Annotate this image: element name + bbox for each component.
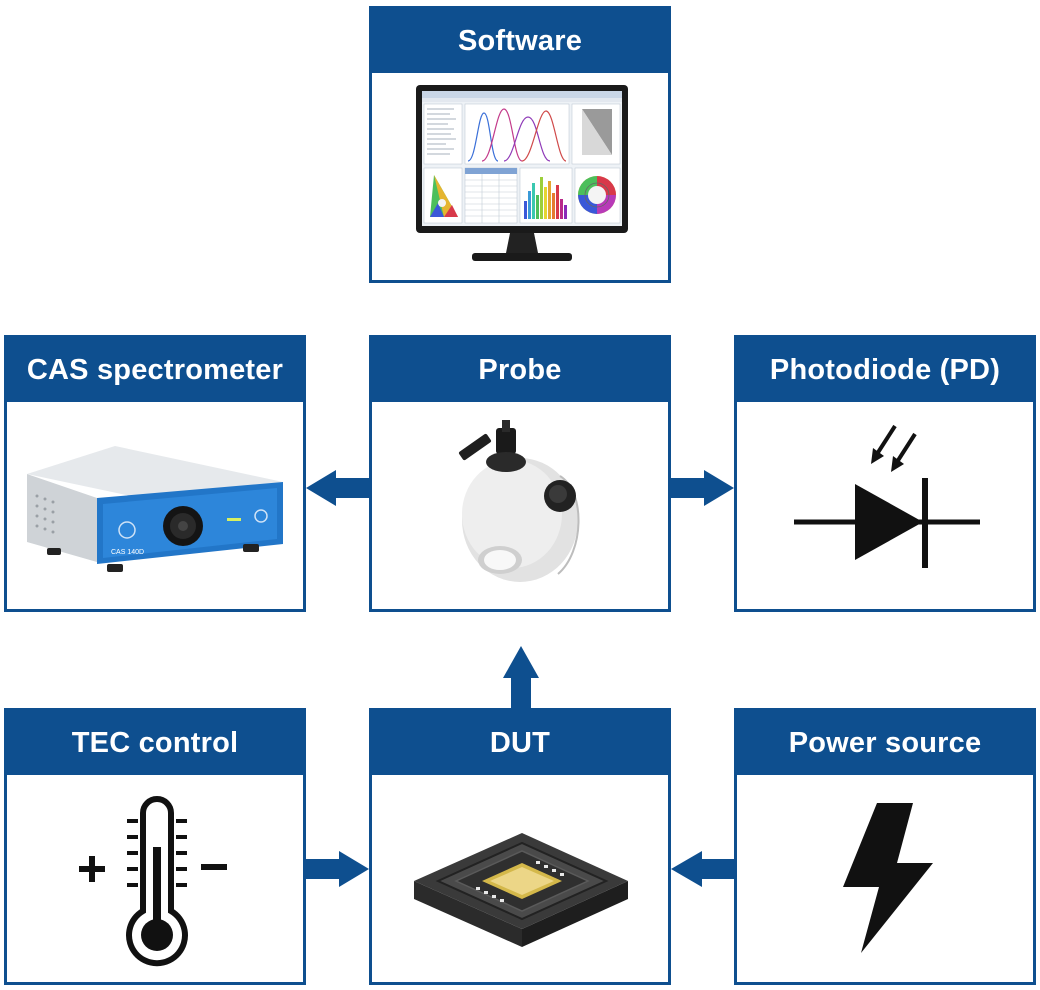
node-power-source: Power source: [734, 708, 1036, 985]
arrow-dut-to-probe: [503, 646, 539, 708]
arrow-tec-to-dut: [306, 851, 369, 887]
node-cas-spectrometer-title: CAS spectrometer: [7, 338, 303, 402]
photodiode-symbol-icon: [794, 424, 980, 568]
node-probe-title: Probe: [372, 338, 668, 402]
monitor-image: [416, 85, 628, 261]
node-tec-control-body: [7, 775, 303, 982]
arrow-probe-to-photodiode: [671, 470, 734, 506]
spectrometer-image: CAS 140D: [27, 446, 283, 572]
node-dut: DUT: [369, 708, 671, 985]
arrow-probe-to-cas: [306, 470, 369, 506]
node-software-title: Software: [372, 9, 668, 73]
node-photodiode-title: Photodiode (PD): [737, 338, 1033, 402]
node-tec-control-title: TEC control: [7, 711, 303, 775]
node-probe: Probe: [369, 335, 671, 612]
thermometer-icon: [79, 796, 227, 967]
node-software-body: [372, 73, 668, 280]
node-cas-spectrometer: CAS spectrometer: [4, 335, 306, 612]
node-software: Software: [369, 6, 671, 283]
node-tec-control: TEC control: [4, 708, 306, 985]
node-dut-body: [372, 775, 668, 982]
probe-image: [458, 420, 580, 582]
lightning-bolt-icon: [843, 803, 933, 953]
node-power-source-body: [737, 775, 1033, 982]
node-photodiode: Photodiode (PD): [734, 335, 1036, 612]
spectrometer-model-label: CAS 140D: [111, 549, 144, 556]
chip-image: [414, 833, 628, 947]
arrow-power-to-dut: [671, 851, 734, 887]
node-power-source-title: Power source: [737, 711, 1033, 775]
node-probe-body: [372, 402, 668, 609]
node-cas-spectrometer-body: CAS 140D: [7, 402, 303, 609]
node-dut-title: DUT: [372, 711, 668, 775]
node-photodiode-body: [737, 402, 1033, 609]
